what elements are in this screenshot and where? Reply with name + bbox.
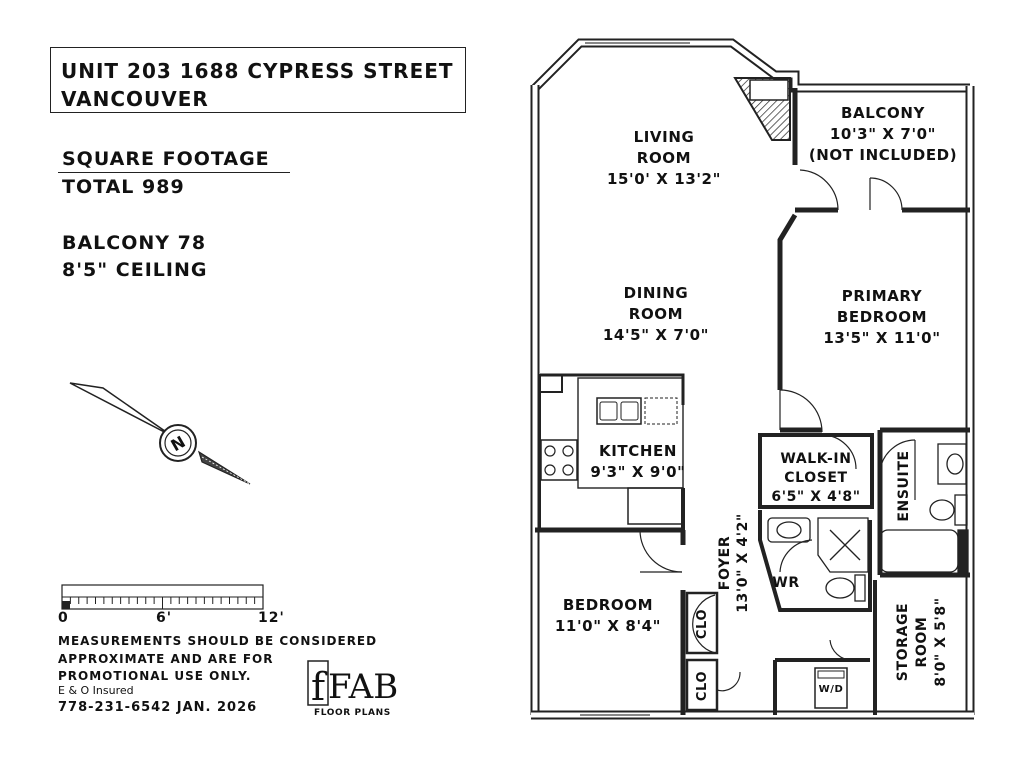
bedroom-label: BEDROOM <box>563 596 653 614</box>
living-room-label-2: ROOM <box>637 149 691 167</box>
north-arrow-icon: N <box>69 382 251 485</box>
storage-room-label: STORAGE <box>895 603 911 681</box>
insured-note: E & O Insured <box>58 684 134 697</box>
balcony-label: BALCONY <box>841 104 926 122</box>
address-box: UNIT 203 1688 CYPRESS STREET VANCOUVER <box>50 47 466 113</box>
kitchen-label: KITCHEN <box>599 442 677 460</box>
storage-room-label-2: ROOM <box>914 617 930 668</box>
logo-mark: FAB <box>328 667 398 707</box>
room-labels: LIVING ROOM 15'0' X 13'2" BALCONY 10'3" … <box>555 104 957 701</box>
balcony-dims: 10'3" X 7'0" <box>830 125 936 143</box>
closet-label-2: CLO <box>695 671 710 701</box>
fab-logo: f FAB FLOOR PLANS <box>307 660 398 718</box>
living-room-label: LIVING <box>634 128 695 146</box>
walls <box>530 38 975 720</box>
dining-room-label-2: ROOM <box>629 305 683 323</box>
dining-room-label: DINING <box>624 284 689 302</box>
square-footage-total: TOTAL 989 <box>62 176 185 198</box>
svg-text:f: f <box>311 665 328 709</box>
dining-room-dims: 14'5" X 7'0" <box>603 326 709 344</box>
scale-label-6: 6' <box>156 610 173 626</box>
primary-bedroom-label: PRIMARY <box>842 287 923 305</box>
disclaimer: MEASUREMENTS SHOULD BE CONSIDERED APPROX… <box>58 633 377 686</box>
wr-label: WR <box>772 575 799 591</box>
disclaimer-line: MEASUREMENTS SHOULD BE CONSIDERED <box>58 634 378 648</box>
address-line-1: UNIT 203 1688 CYPRESS STREET <box>61 59 454 83</box>
balcony-area: BALCONY 78 <box>62 232 207 254</box>
walk-in-closet-label-2: CLOSET <box>784 470 847 486</box>
foyer-label: FOYER <box>717 536 733 590</box>
ensuite-label: ENSUITE <box>896 450 912 521</box>
square-footage-underline <box>58 172 290 173</box>
address-line-2: VANCOUVER <box>61 87 209 111</box>
ensuite-fixtures <box>767 443 969 602</box>
disclaimer-line: PROMOTIONAL USE ONLY. <box>58 669 252 683</box>
square-footage-title: SQUARE FOOTAGE <box>62 148 270 170</box>
balcony-note: (NOT INCLUDED) <box>809 146 957 164</box>
disclaimer-line: APPROXIMATE AND ARE FOR <box>58 651 274 666</box>
scale-bar <box>61 584 264 610</box>
primary-bedroom-label-2: BEDROOM <box>837 308 927 326</box>
living-room-dims: 15'0' X 13'2" <box>607 170 721 188</box>
washer-dryer-label: W/D <box>819 684 844 695</box>
ceiling-height: 8'5" CEILING <box>62 259 208 281</box>
scale-label-12: 12' <box>258 610 285 626</box>
kitchen-dims: 9'3" X 9'0" <box>590 463 685 481</box>
storage-room-dims: 8'0" X 5'8" <box>933 597 949 686</box>
bedroom-dims: 11'0" X 8'4" <box>555 617 661 635</box>
logo-text: FLOOR PLANS <box>314 708 391 718</box>
foyer-dims: 13'0" X 4'2" <box>735 513 751 613</box>
contact-date: 778-231-6542 JAN. 2026 <box>58 700 258 715</box>
walk-in-closet-label: WALK-IN <box>780 451 851 467</box>
closet-label-1: CLO <box>695 609 710 639</box>
stove-icon <box>544 445 574 476</box>
walk-in-closet-dims: 6'5" X 4'8" <box>771 489 860 505</box>
primary-bedroom-dims: 13'5" X 11'0" <box>823 329 940 347</box>
scale-label-0: 0 <box>58 610 69 626</box>
